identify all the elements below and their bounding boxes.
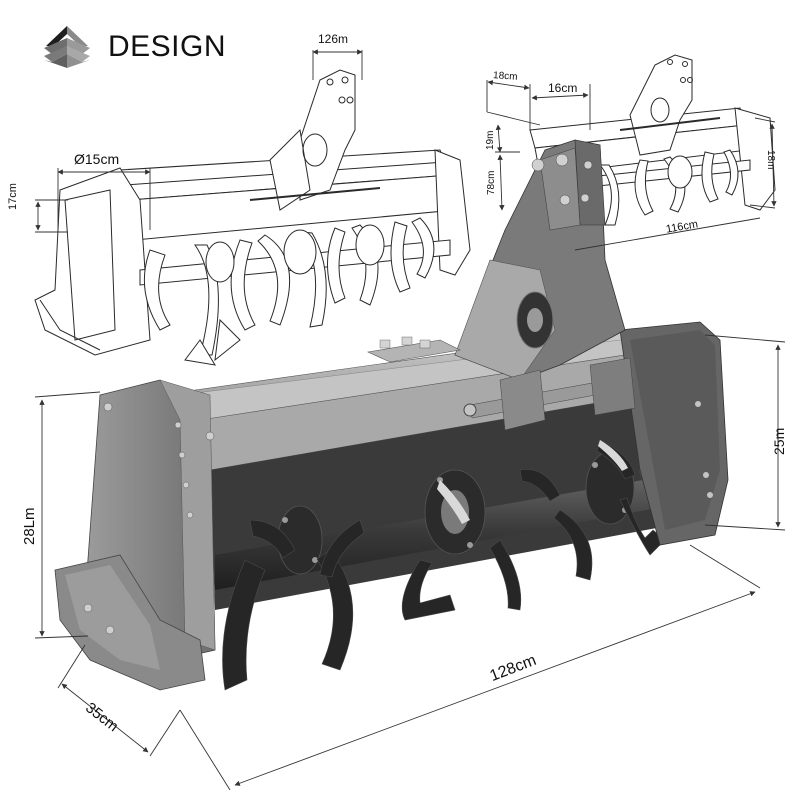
main-tiller-render: [54, 139, 729, 691]
dim-label-right-offset: 18cm: [492, 70, 518, 83]
dim-label-right-vertical-mid: 78cm: [486, 170, 497, 195]
left-sketch: [34, 69, 471, 366]
dim-label-left-hitch-width: 126m: [318, 32, 349, 46]
dim-label-main-right-height: 25m: [771, 427, 787, 455]
dim-label-left-side-height: 17cm: [7, 183, 19, 210]
brand-name: DESIGN: [108, 30, 227, 63]
dim-label-rotor-diameter: Ø15cm: [74, 151, 120, 167]
stacked-diamond-logo-icon: [44, 26, 90, 68]
dim-label-main-left-height: 28Lm: [21, 507, 38, 545]
brand-logo: DESIGN: [36, 24, 256, 70]
dim-label-right-hitch-span: 16cm: [548, 81, 578, 95]
dim-label-right-side-height: 18m: [765, 150, 776, 170]
dimension-lines: [34, 49, 786, 791]
dim-label-right-vertical-top: 19m: [485, 130, 496, 150]
